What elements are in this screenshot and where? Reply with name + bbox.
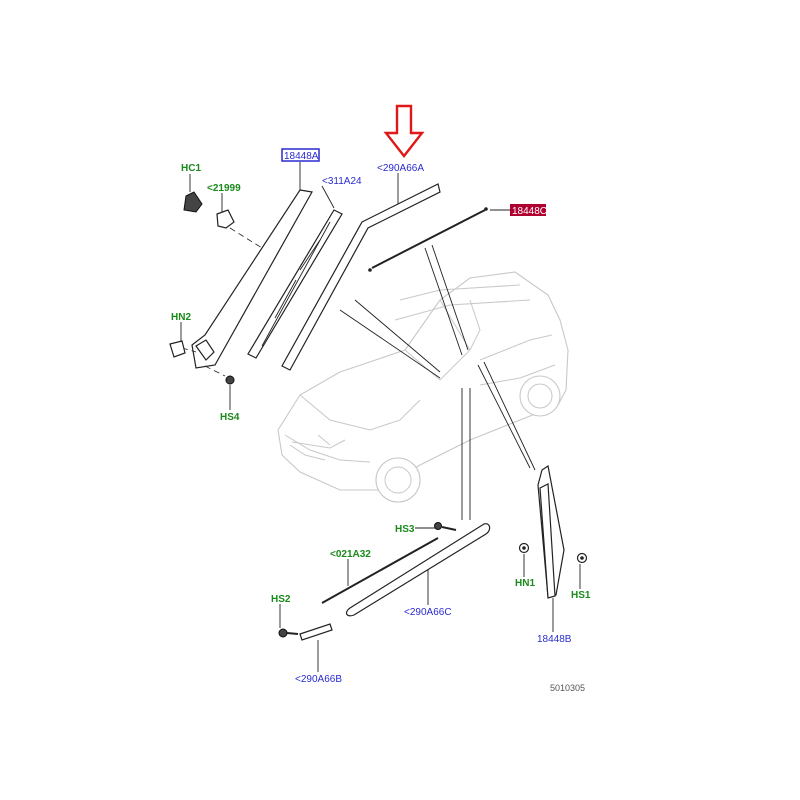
label-18448c: 18448C: [512, 206, 547, 217]
pillar-trim-18448b: [537, 464, 565, 599]
label-18448b: 18448B: [537, 634, 572, 645]
label-hs2: HS2: [271, 594, 291, 605]
fastener-hn1: [518, 542, 530, 554]
moulding-290a66c: [345, 523, 491, 617]
label-hn2: HN2: [171, 312, 191, 323]
label-021a32: <021A32: [330, 549, 371, 560]
label-hs4: HS4: [220, 412, 240, 423]
fastener-hc1: [183, 191, 203, 213]
label-311a24: <311A24: [322, 176, 362, 187]
fastener-hs3: [434, 522, 457, 531]
label-hs1: HS1: [571, 590, 591, 601]
label-21999: <21999: [207, 183, 241, 194]
red-down-arrow-icon: [383, 104, 425, 158]
trim-290a66b: [299, 623, 333, 641]
fastener-axis-hs4: [204, 365, 226, 377]
fastener-hs1: [576, 552, 588, 564]
fastener-hs2: [278, 628, 299, 638]
callout-box-18448c: [510, 204, 546, 216]
label-290a66c: <290A66C: [404, 607, 452, 618]
label-18448a: 18448A: [284, 151, 319, 162]
seal-021a32: [321, 537, 439, 604]
moulding-290a66a: [281, 183, 441, 371]
seal-311a24: [247, 209, 343, 359]
leader-lines: [339, 244, 536, 520]
label-hn1: HN1: [515, 578, 535, 589]
pillar-trim-18448a: [191, 189, 313, 369]
callout-leaders: [180, 162, 581, 672]
fastener-hn2: [169, 340, 186, 358]
drawing-number: 5010305: [550, 683, 585, 693]
label-hc1: HC1: [181, 163, 201, 174]
fastener-hs4: [225, 375, 235, 385]
fastener-axis-hc1: [229, 227, 263, 249]
vehicle-outline: [277, 271, 569, 503]
label-hs3: HS3: [395, 524, 415, 535]
label-290a66b: <290A66B: [295, 674, 342, 685]
callout-box-18448a: [281, 148, 320, 162]
fastener-21999: [216, 209, 235, 229]
weatherstrip-18448c: [368, 207, 488, 272]
label-290a66a: <290A66A: [377, 163, 424, 174]
